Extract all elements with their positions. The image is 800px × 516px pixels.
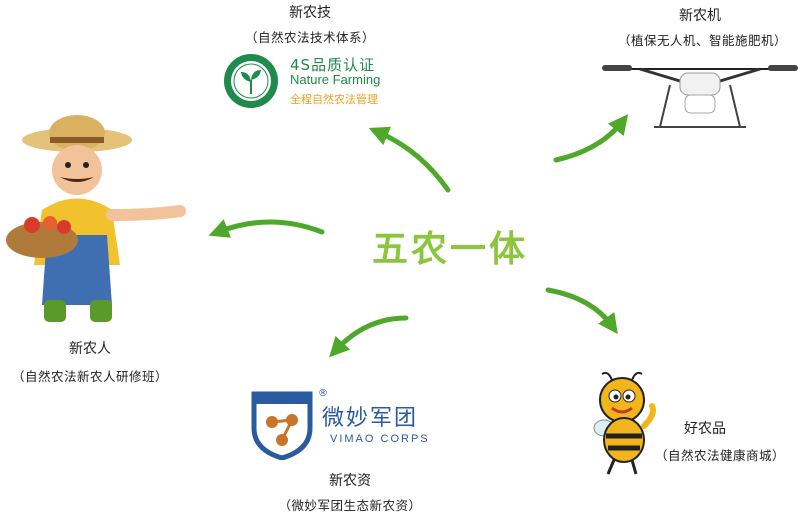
arrow-to-people [208, 219, 325, 238]
people-subtitle: （自然农法新农人研修班） [11, 369, 168, 384]
machine-subtitle: （植保无人机、智能施肥机） [617, 33, 787, 48]
drone-icon [602, 65, 798, 128]
logo-4s-line1: 4S品质认证 [290, 56, 376, 74]
logo-4s-line2: Nature Farming [290, 72, 381, 87]
shield-logo-icon [251, 391, 313, 460]
machine-title: 新农机 [679, 8, 721, 24]
farmer-icon [6, 115, 186, 322]
people-title: 新农人 [69, 341, 111, 357]
arrow-to-tech [368, 126, 451, 193]
resource-title: 新农资 [329, 473, 371, 489]
logo-4s-line3: 全程自然农法管理 [290, 93, 378, 106]
arrow-to-machine [553, 114, 629, 163]
tech-title: 新农技 [289, 5, 331, 21]
seal-4s-icon [224, 54, 278, 108]
center-label: 五农一体 [372, 229, 529, 270]
resource-subtitle: （微妙军团生态新农资） [278, 498, 422, 513]
product-subtitle: （自然农法健康商城） [654, 448, 785, 463]
vimao-cn: 微妙军团 [322, 406, 419, 431]
product-title: 好农品 [684, 421, 726, 437]
arrow-to-product [545, 287, 618, 335]
vimao-en: VIMAO CORPS [330, 433, 430, 445]
registered-mark: ® [318, 388, 328, 399]
arrow-to-resource [329, 315, 409, 358]
tech-subtitle: （自然农法技术体系） [244, 30, 375, 45]
bee-mascot-icon [593, 371, 656, 475]
